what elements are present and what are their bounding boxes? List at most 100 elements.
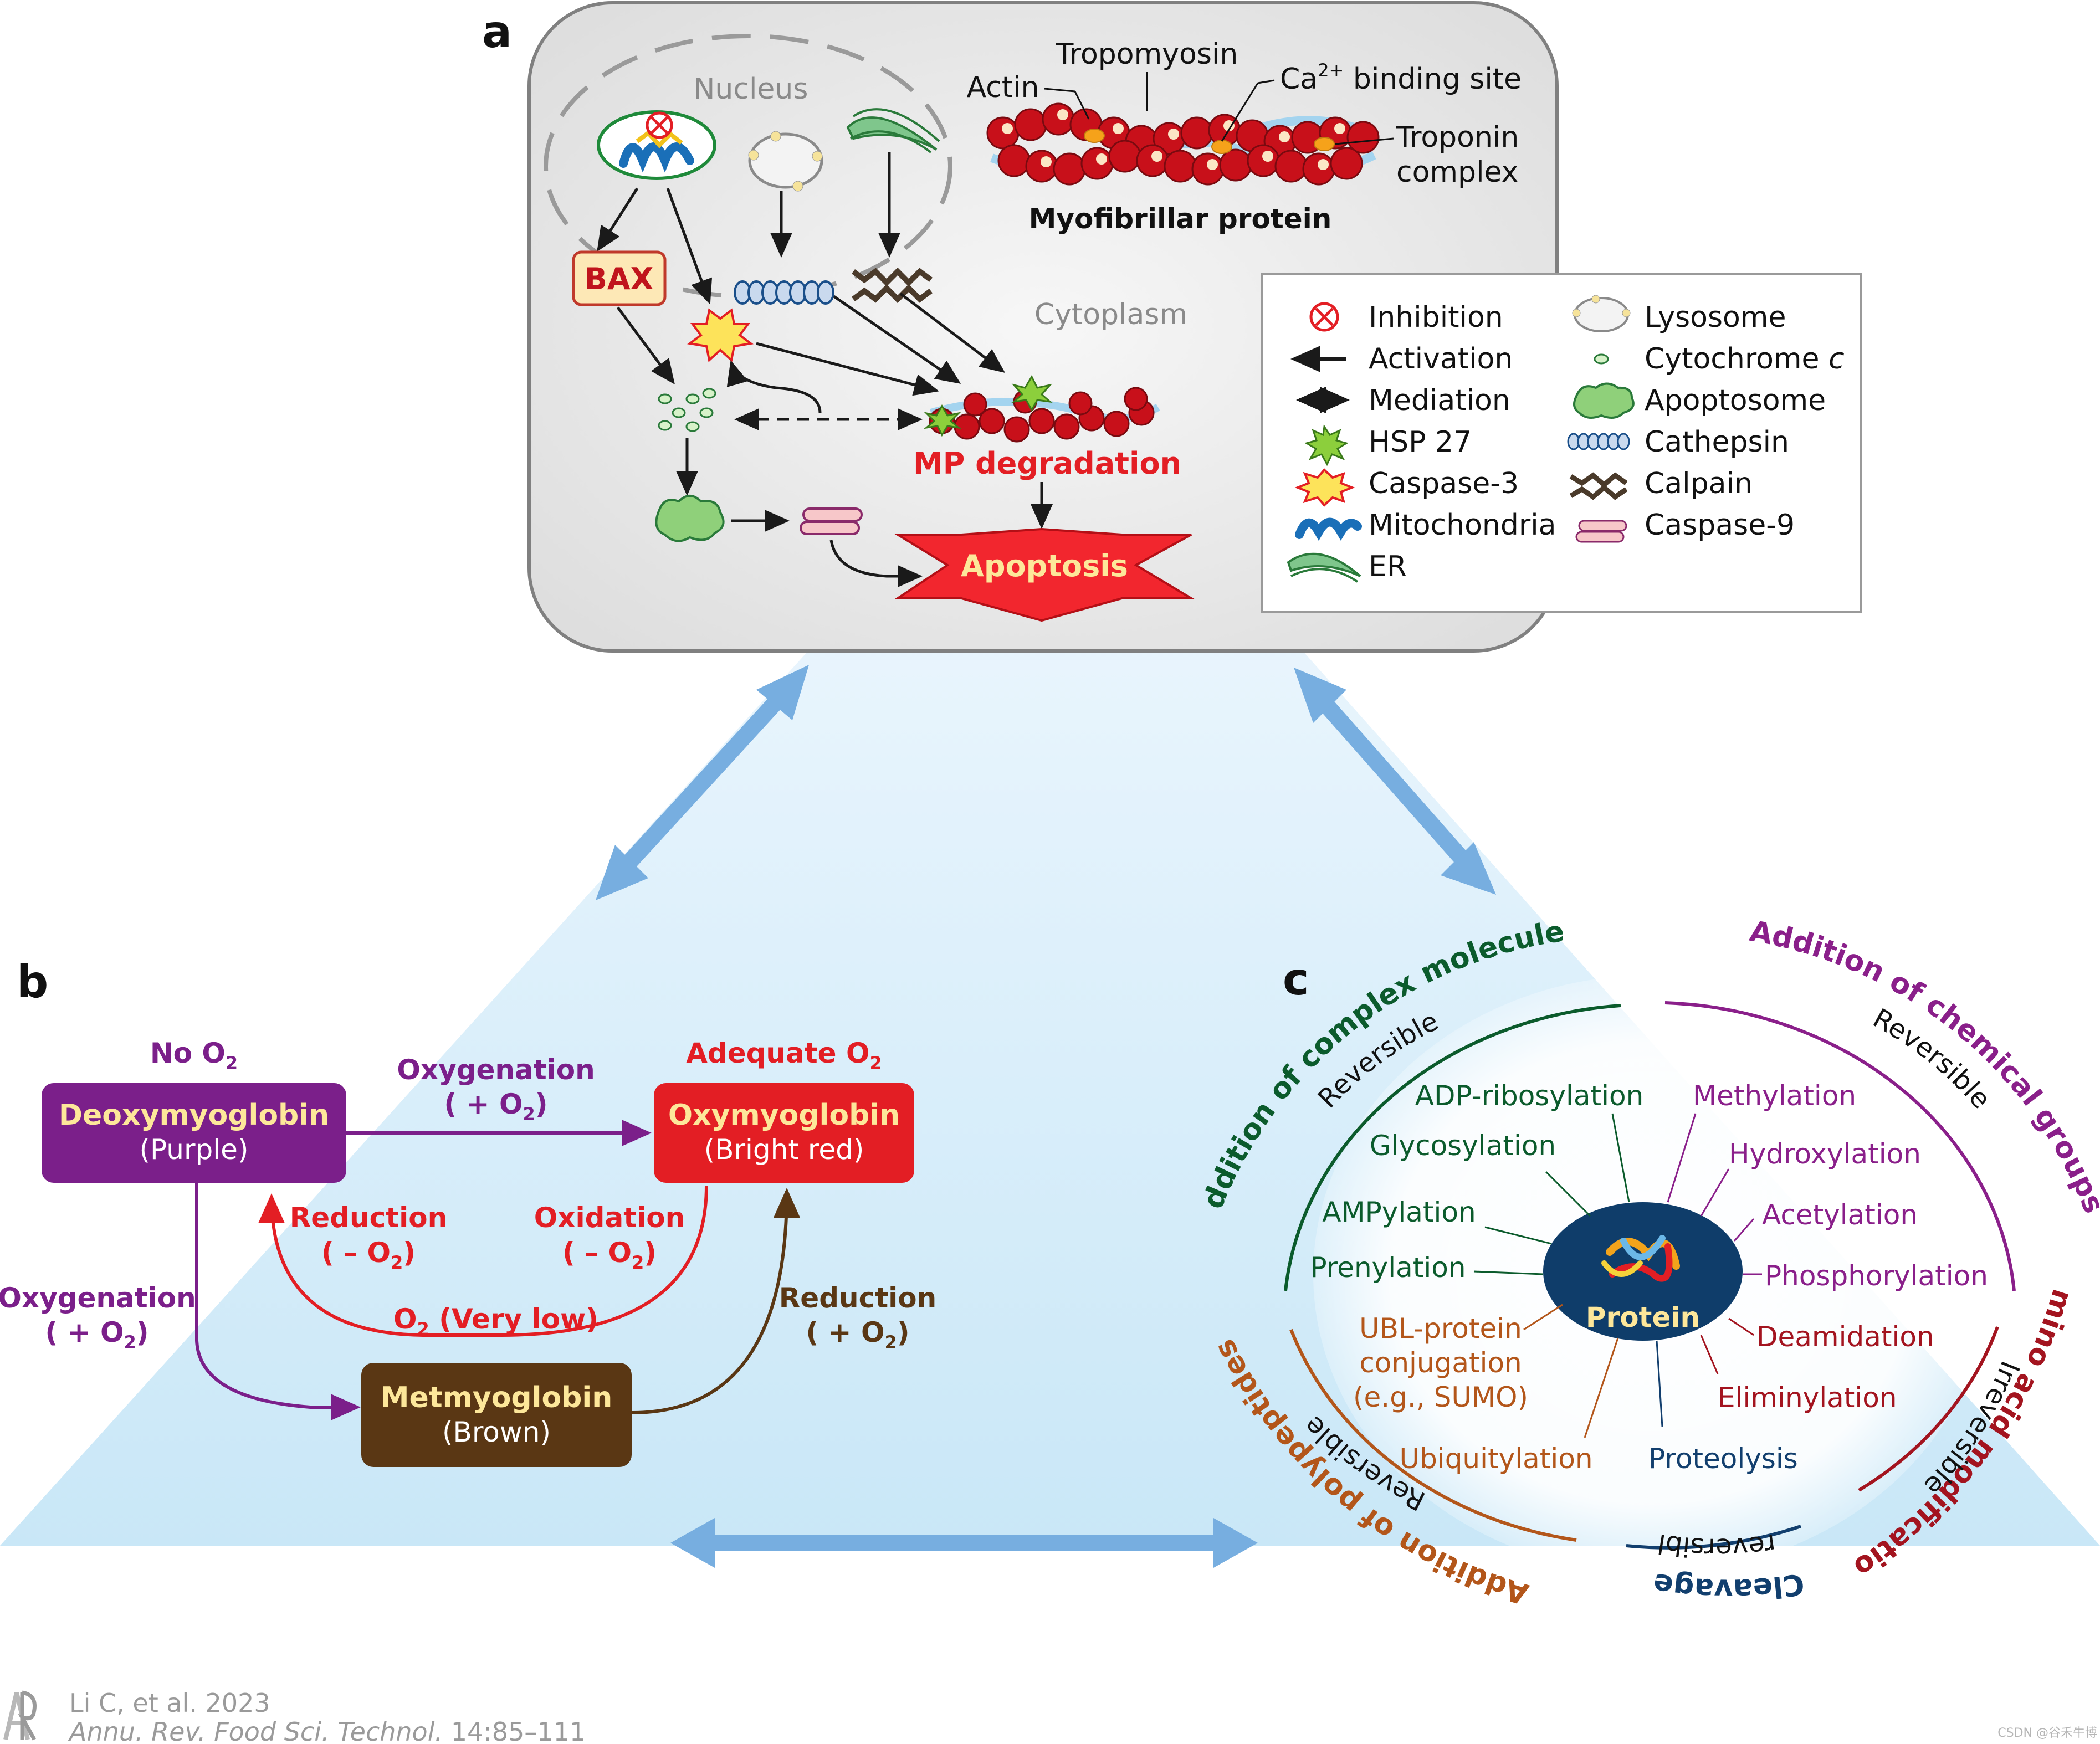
item-hydroxylation: Hydroxylation [1729,1138,1921,1170]
caspase3-icon [687,308,754,362]
very-low-o2-label: O2 (Very low) [393,1303,598,1340]
protein-spokes [1473,1113,1762,1438]
ar-logo [3,1690,37,1742]
oxymyoglobin-name: Oxymyoglobin [668,1099,900,1132]
legend-apoptosome: Apoptosome [1645,384,1826,417]
item-prenylation: Prenylation [1310,1251,1466,1284]
cathepsin-icon [734,280,834,305]
er-legend-icon [1287,552,1361,583]
arc-chemical-groups [1664,1001,2016,1291]
cytoplasm-label: Cytoplasm [1034,298,1187,331]
reduction-red-label: Reduction [290,1202,447,1234]
item-ubl-line3: (e.g., SUMO) [1353,1381,1528,1413]
reduction-brown-label: Reduction [779,1282,936,1314]
legend-mitochondria: Mitochondria [1369,509,1556,542]
arrow-cathepsin-mp [833,295,961,384]
item-deamidation: Deamidation [1756,1321,1934,1353]
panel-label-a: a [482,6,512,58]
arrow-mito-caspase3 [666,188,713,305]
legend-cytochrome-c: Cytochrome c [1645,342,1845,376]
panel-b: Deoxymyoglobin (Purple) Oxymyoglobin (Br… [0,1037,936,1467]
item-proteolysis: Proteolysis [1648,1443,1798,1475]
mitochondria-in-nucleus-icon [597,110,716,180]
oxygenation-left-label: Oxygenation [0,1282,196,1314]
oxymyoglobin-color: (Bright red) [704,1133,864,1166]
troponin-label-1: Troponin [1396,121,1519,154]
deoxymyoglobin-name: Deoxymyoglobin [59,1099,329,1132]
citation-line1: Li C, et al. 2023 [69,1688,270,1718]
apoptosis-box: Apoptosis [893,527,1196,622]
legend-er: ER [1369,550,1407,583]
myofibrillar-protein-illustration [986,102,1380,186]
reduction-red-value: ( – O2) [321,1237,416,1273]
oxymyoglobin-box: Oxymyoglobin (Bright red) [654,1083,914,1183]
protein-label: Protein [1586,1301,1700,1333]
category-cleavage: Cleavage [1651,1567,1806,1606]
bax-label: BAX [585,261,654,296]
metmyoglobin-name: Metmyoglobin [381,1381,613,1414]
item-ubiquitylation: Ubiquitylation [1399,1443,1592,1475]
legend-caspase3: Caspase-3 [1369,467,1519,500]
item-eliminylation: Eliminylation [1718,1382,1897,1414]
hsp27-icon [1304,424,1349,466]
myofibrillar-protein-title: Myofibrillar protein [1029,203,1332,235]
caspase3-legend-icon [1294,468,1355,507]
legend-hsp27: HSP 27 [1369,425,1472,459]
arc-complex-molecules [1284,1004,1621,1291]
caspase9-icon [800,507,863,535]
ca-binding-site-label: Ca2+ binding site [1280,60,1522,96]
caspase9-legend-icon [1575,520,1627,543]
oxidation-value: ( – O2) [562,1237,657,1273]
panel-a: Nucleus Cytoplasm [527,1,1862,653]
calpain-icon [852,267,933,304]
arrow-caspase3-mp [756,342,939,396]
adequate-o2-label: Adequate O2 [686,1037,882,1074]
lysosome-legend-icon [1572,295,1631,332]
mitochondria-legend-icon [1295,517,1362,541]
legend-lysosome: Lysosome [1645,301,1786,334]
calpain-legend-icon [1569,472,1628,500]
nucleus-label: Nucleus [694,73,808,106]
reduction-brown-value: ( + O2) [806,1316,909,1353]
deoxymyoglobin-color: (Purple) [140,1133,249,1166]
cytochrome-c-legend-icon [1594,353,1609,365]
mp-degradation-fiber-icon [924,375,1160,443]
item-adp-ribosylation: ADP-ribosylation [1415,1080,1644,1112]
panel-label-c: c [1283,953,1309,1005]
legend: Inhibition Activation Mediation HSP 27 C… [1261,273,1862,613]
watermark: CSDN @谷禾牛博 [1997,1726,2097,1740]
citation: Li C, et al. 2023 Annu. Rev. Food Sci. T… [3,1688,586,1744]
er-icon [846,108,940,153]
apoptosis-label: Apoptosis [961,548,1128,583]
troponin-label-2: complex [1396,156,1518,189]
metmyoglobin-box: Metmyoglobin (Brown) [361,1363,632,1467]
legend-cathepsin: Cathepsin [1645,425,1789,459]
item-glycosylation: Glycosylation [1370,1130,1556,1162]
legend-calpain: Calpain [1645,467,1753,500]
arc-amino-acid [1858,1326,1999,1492]
actin-label: Actin [966,71,1039,104]
ca-leader-line [1257,79,1275,84]
panel-label-b: b [17,956,48,1008]
arrow-mp-caspase3 [726,360,822,413]
deoxymyoglobin-box: Deoxymyoglobin (Purple) [42,1083,346,1183]
cathepsin-legend-icon [1567,433,1630,450]
item-acetylation: Acetylation [1762,1199,1918,1231]
arrow-bax-cytochrome [616,306,675,385]
link-arrow-a-b [596,665,809,900]
arrow-reduction-oxidation [258,1185,708,1337]
mp-degradation-label: MP degradation [913,446,1181,481]
legend-caspase9: Caspase-9 [1645,509,1795,542]
oxygenation-left-value: ( + O2) [45,1316,148,1353]
arc-polypeptides [1289,1328,1577,1542]
legend-mediation: Mediation [1369,384,1510,417]
item-ampylation: AMPylation [1322,1196,1476,1228]
tropomyosin-label: Tropomyosin [1056,38,1238,71]
lysosome-icon [748,131,823,192]
bax-box: BAX [572,250,667,306]
oxygenation-top-value: ( + O2) [444,1088,547,1125]
arrow-reduction-brown [631,1188,800,1414]
item-ubl-line2: conjugation [1359,1347,1522,1379]
ca-leader-line-2 [1221,83,1259,142]
cytochrome-c-cluster-icon [658,388,716,432]
